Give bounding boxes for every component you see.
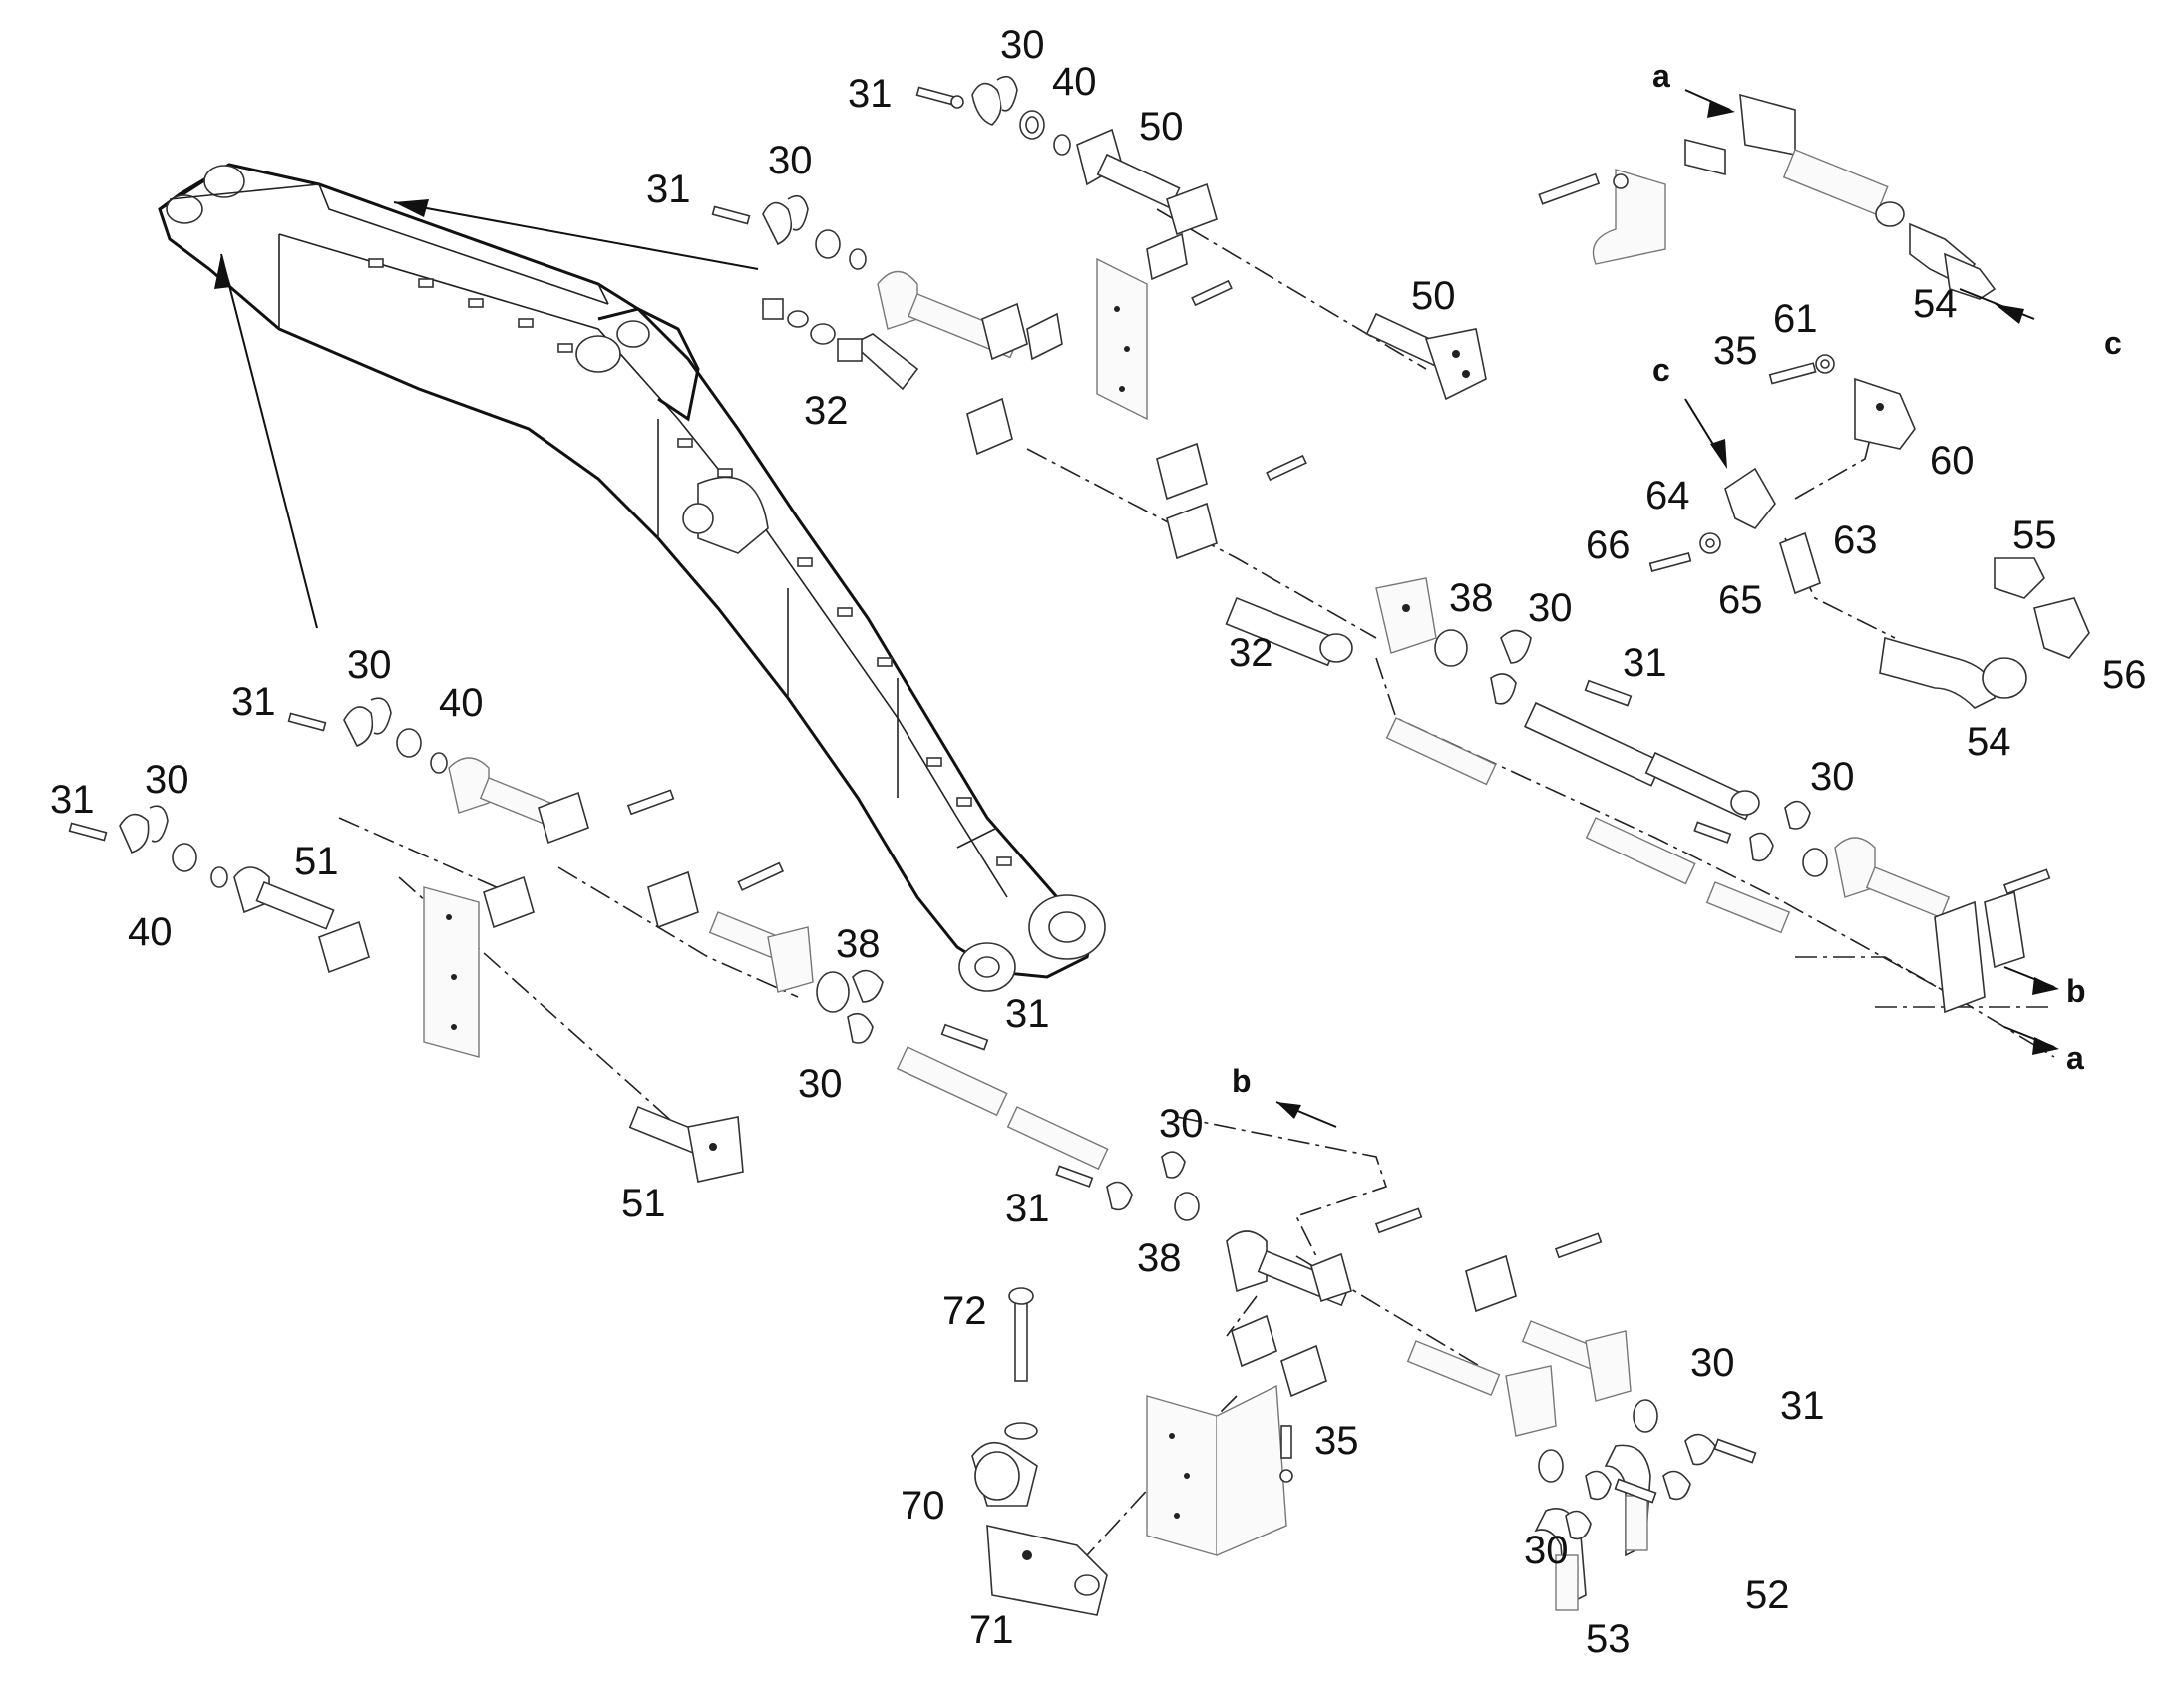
callout-31: 31	[848, 72, 893, 116]
middle-right-fittings	[1385, 89, 2059, 1055]
callout-30: 30	[1528, 586, 1573, 630]
ref-c-mid: c	[1652, 352, 1670, 388]
callout-31: 31	[1005, 992, 1050, 1036]
callout-64: 64	[1645, 474, 1690, 517]
callout-labels: 31 30 40 50 31 30 32 50 54 61 35 60 64 5…	[50, 23, 2147, 1661]
callout-65: 65	[1718, 578, 1763, 622]
callout-31: 31	[1780, 1384, 1825, 1428]
center-lower-fittings	[816, 969, 1200, 1221]
callout-66: 66	[1586, 523, 1631, 567]
callout-51: 51	[294, 840, 339, 883]
callout-50: 50	[1411, 274, 1456, 318]
callout-31: 31	[1005, 1187, 1050, 1230]
boom-arm	[158, 163, 1106, 992]
callout-32: 32	[1229, 631, 1273, 675]
callout-40: 40	[128, 910, 173, 954]
top-right-assembly	[1538, 93, 1997, 300]
callout-51: 51	[621, 1182, 666, 1225]
callout-63: 63	[1833, 518, 1878, 562]
left-assembly	[68, 697, 814, 1183]
lower-right-assembly	[971, 1101, 1757, 1616]
ref-a-right: a	[2066, 1040, 2084, 1076]
callout-61: 61	[1773, 297, 1818, 341]
callout-31: 31	[231, 680, 276, 724]
bracket-60	[1648, 354, 2090, 709]
callout-54: 54	[1913, 282, 1958, 326]
callout-38: 38	[836, 922, 881, 966]
ref-b-right: b	[2066, 973, 2086, 1009]
callout-72: 72	[942, 1289, 987, 1333]
callout-71: 71	[969, 1608, 1014, 1652]
callout-30: 30	[798, 1062, 843, 1106]
callout-55: 55	[2012, 513, 2057, 557]
callout-40: 40	[439, 681, 484, 725]
callout-30: 30	[1159, 1102, 1204, 1146]
reference-letters: a c c b a b	[1232, 58, 2122, 1099]
pointer-arrows	[214, 199, 759, 629]
ref-b-lower: b	[1232, 1063, 1252, 1099]
callout-52: 52	[1745, 1573, 1790, 1617]
callout-30: 30	[1000, 23, 1045, 67]
callout-30: 30	[347, 643, 392, 687]
callout-38: 38	[1449, 576, 1494, 620]
callout-35: 35	[1713, 329, 1758, 373]
ref-c-right: c	[2104, 325, 2122, 361]
callout-40: 40	[1052, 60, 1097, 104]
boom-slots	[368, 258, 1012, 866]
callout-32: 32	[804, 389, 849, 433]
callout-31: 31	[646, 168, 691, 211]
callout-30: 30	[1524, 1529, 1569, 1572]
callout-30: 30	[145, 758, 189, 802]
assembly-lines	[338, 208, 2055, 1556]
callout-30: 30	[1810, 755, 1855, 799]
callout-31: 31	[50, 778, 95, 822]
callout-70: 70	[901, 1484, 945, 1528]
callout-60: 60	[1930, 439, 1975, 483]
callout-30: 30	[768, 139, 813, 182]
callout-30: 30	[1690, 1341, 1735, 1385]
callout-53: 53	[1586, 1617, 1631, 1661]
callout-38: 38	[1137, 1236, 1182, 1280]
callout-31: 31	[1623, 641, 1667, 685]
callout-50: 50	[1139, 105, 1184, 149]
callout-54: 54	[1967, 720, 2011, 764]
callout-56: 56	[2102, 653, 2147, 697]
top-center-fittings	[711, 75, 1487, 667]
ref-a-top: a	[1652, 58, 1670, 94]
callout-35: 35	[1314, 1419, 1359, 1463]
